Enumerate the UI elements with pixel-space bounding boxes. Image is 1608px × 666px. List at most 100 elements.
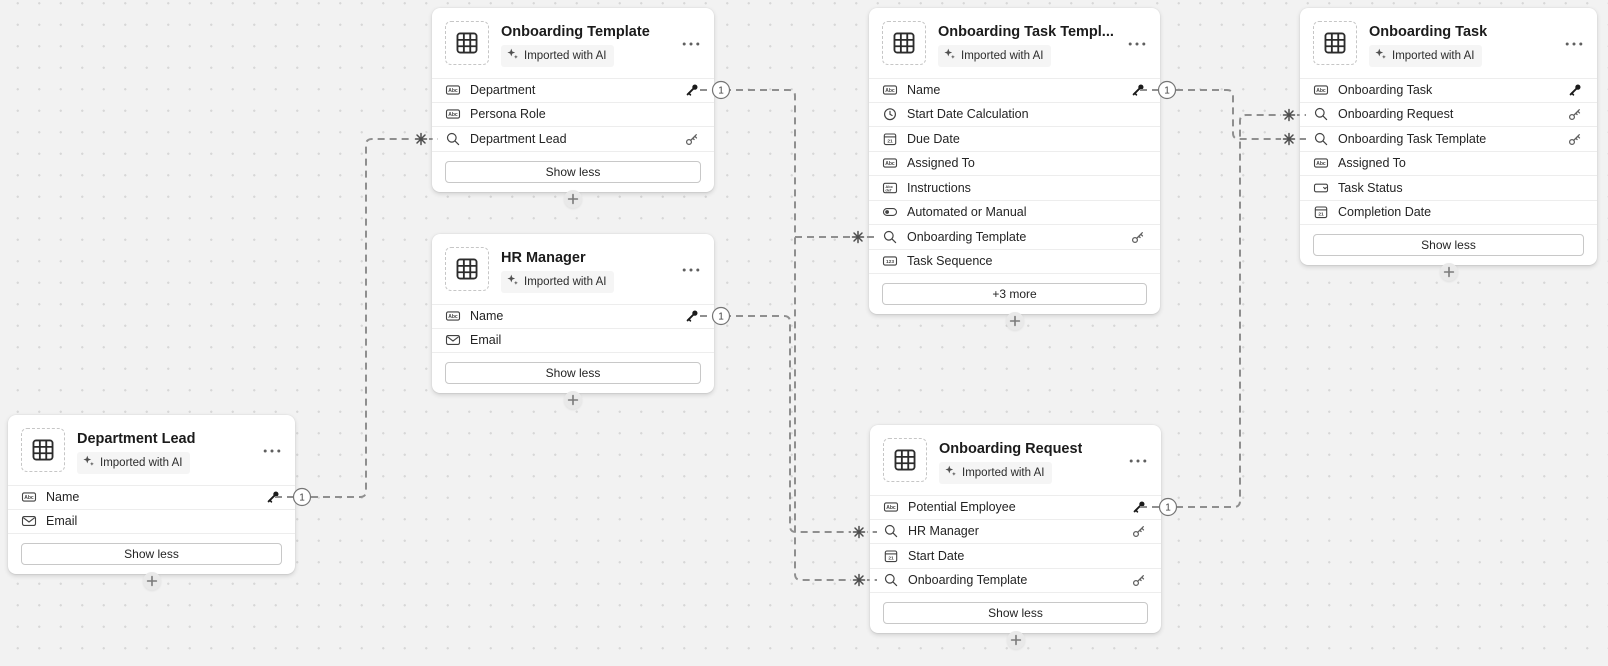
more-options-button[interactable] — [681, 264, 701, 276]
connector-department-lead-name-to-onboarding-template: 1 — [275, 131, 438, 507]
more-options-button[interactable] — [1564, 38, 1584, 50]
field-label: Name — [46, 490, 80, 505]
field-row[interactable]: Onboarding Request — [1300, 102, 1597, 127]
foreign-key-icon — [1567, 106, 1583, 122]
text-field-icon: Abc — [445, 106, 461, 122]
text-field-icon: Abc — [882, 82, 898, 98]
field-row[interactable]: Department Lead — [432, 127, 714, 152]
show-toggle-button[interactable]: Show less — [445, 160, 701, 183]
many-cardinality-icon — [850, 229, 866, 245]
text-field-icon: Abc — [883, 499, 899, 515]
connector-task-template-name-to-onboarding-task: 1 — [1140, 80, 1306, 147]
many-cardinality-icon — [851, 572, 867, 588]
add-field-button[interactable] — [564, 189, 582, 208]
more-options-button[interactable] — [1128, 455, 1148, 467]
primary-key-icon — [1130, 82, 1146, 98]
table-title: Department Lead — [77, 431, 196, 447]
ai-sparkle-icon — [944, 47, 956, 65]
more-options-button[interactable] — [262, 445, 282, 457]
field-label: Assigned To — [907, 156, 975, 171]
field-row[interactable]: Onboarding Template — [870, 568, 1161, 593]
field-label: Onboarding Task Template — [1338, 131, 1487, 146]
many-cardinality-icon — [413, 131, 429, 147]
field-label: Task Status — [1338, 180, 1403, 195]
field-row[interactable]: Task Status — [1300, 176, 1597, 201]
svg-text:1: 1 — [1165, 503, 1171, 514]
table-card-onboarding-task-template[interactable]: Onboarding Task Templ... Imported with A… — [869, 8, 1160, 330]
show-toggle-button[interactable]: Show less — [883, 602, 1148, 624]
add-field-button[interactable] — [142, 572, 161, 590]
text-field-icon: Abc — [445, 82, 461, 98]
show-toggle-button[interactable]: Show less — [21, 543, 282, 565]
field-row[interactable]: Automated or Manual — [869, 200, 1160, 225]
many-cardinality-icon — [1281, 131, 1297, 147]
table-title: Onboarding Task — [1369, 24, 1488, 40]
field-row[interactable]: Start Date Calculation — [869, 102, 1160, 127]
field-row[interactable]: Abc Assigned To — [869, 151, 1160, 176]
imported-with-ai-label: Imported with AI — [524, 275, 607, 288]
more-options-button[interactable] — [681, 38, 701, 50]
add-field-button[interactable] — [1005, 312, 1024, 330]
table-icon — [1313, 21, 1357, 65]
field-label: Start Date Calculation — [907, 107, 1029, 122]
table-title: Onboarding Task Templ... — [938, 24, 1114, 40]
calendar-icon: 21 — [883, 548, 899, 564]
email-icon — [21, 513, 37, 529]
field-label: Department Lead — [470, 131, 567, 146]
toggle-icon — [882, 204, 898, 220]
svg-text:21: 21 — [888, 555, 894, 561]
one-cardinality-badge: 1 — [711, 80, 731, 100]
ai-sparkle-icon — [945, 464, 957, 482]
calendar-icon: 21 — [1313, 204, 1329, 220]
text-field-icon: Abc — [21, 489, 37, 505]
more-options-button[interactable] — [1127, 38, 1147, 50]
field-row[interactable]: Email — [432, 328, 714, 353]
svg-text:def: def — [885, 187, 892, 192]
foreign-key-icon — [684, 131, 700, 147]
field-label: Instructions — [907, 180, 971, 195]
table-card-header: Onboarding Task Templ... Imported with A… — [869, 8, 1160, 67]
show-toggle-button[interactable]: Show less — [445, 362, 701, 384]
field-row[interactable]: Onboarding Template — [869, 225, 1160, 250]
connector-request-potential-employee-to-onboarding-task: 1 — [1140, 107, 1306, 517]
add-field-button[interactable] — [564, 391, 582, 409]
svg-text:Abc: Abc — [885, 161, 895, 167]
add-field-button[interactable] — [1006, 631, 1025, 649]
lookup-icon — [883, 523, 899, 539]
field-row[interactable]: Email — [8, 509, 295, 534]
field-row[interactable]: Abc Name — [8, 485, 295, 510]
email-icon — [445, 332, 461, 348]
field-row[interactable]: HR Manager — [870, 519, 1161, 544]
svg-text:Abc: Abc — [886, 505, 896, 511]
show-toggle-button[interactable]: Show less — [1313, 234, 1584, 256]
table-card-onboarding-template[interactable]: Onboarding Template Imported with AI Abc… — [432, 8, 714, 208]
one-cardinality-badge: 1 — [1157, 80, 1177, 100]
lookup-icon — [1313, 106, 1329, 122]
one-cardinality-badge: 1 — [1158, 497, 1178, 517]
add-field-button[interactable] — [1439, 263, 1458, 281]
table-title: HR Manager — [501, 250, 586, 266]
table-icon — [445, 247, 489, 291]
show-toggle-button[interactable]: +3 more — [882, 283, 1147, 305]
field-row[interactable]: Onboarding Task Template — [1300, 127, 1597, 152]
